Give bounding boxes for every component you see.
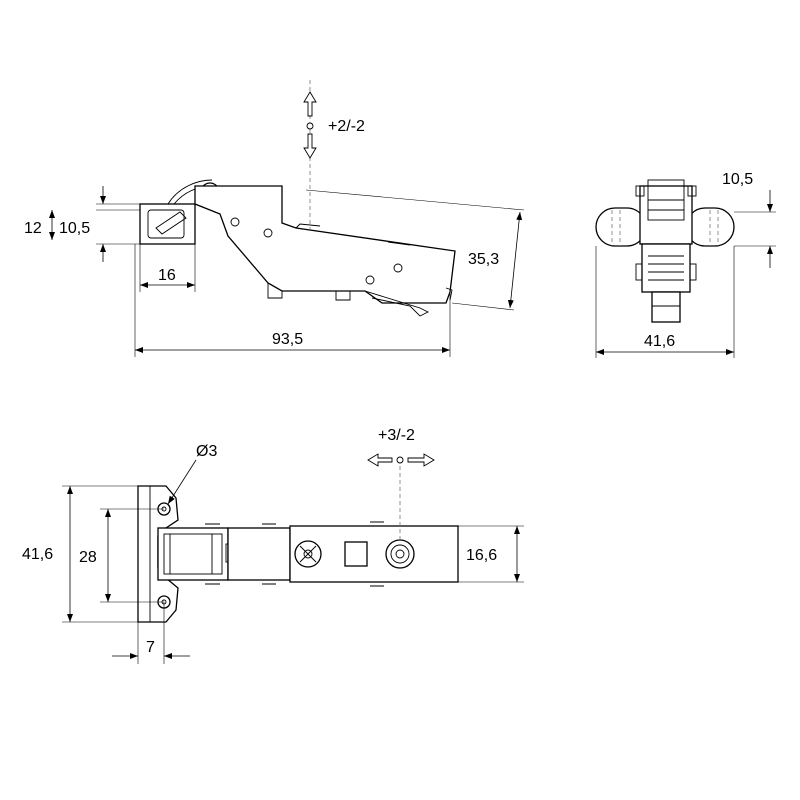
up-arrow-icon (303, 91, 317, 117)
arm-tab-2 (335, 291, 351, 301)
arm-rib (387, 241, 411, 246)
left-arrow-icon (367, 453, 393, 467)
hole-diameter-label: Ø3 (196, 443, 217, 460)
side-view: +2/-2 12 10,5 16 93,5 35,3 (24, 80, 525, 357)
cup-insert (147, 209, 185, 239)
arm-tabs (205, 521, 384, 587)
top-view: +3/-2 Ø3 41,6 28 7 16,6 (22, 427, 524, 664)
end-body-tail (651, 291, 681, 323)
adjust-center-icon (306, 122, 314, 130)
arm-tail (445, 287, 453, 301)
top-dim-16-6-label: 16,6 (466, 547, 497, 564)
dim-35-3-label: 35,3 (468, 251, 499, 268)
down-arrow-icon (303, 133, 317, 159)
end-body-mid (641, 243, 691, 293)
arm-neck (227, 527, 291, 581)
top-dim-41-6-label: 41,6 (22, 546, 53, 563)
dim-16-label: 16 (158, 267, 176, 284)
rivet (393, 263, 403, 273)
top-dim-28-label: 28 (79, 549, 97, 566)
arm-bend (295, 223, 321, 229)
top-knuckle (157, 527, 229, 581)
end-view: 10,5 41,6 (595, 171, 776, 358)
lateral-adjustment-label: +3/-2 (378, 427, 415, 444)
rivet (365, 275, 375, 285)
end-dim-41-6-label: 41,6 (644, 333, 675, 350)
rivet (263, 228, 273, 238)
arm-tab-1 (267, 283, 283, 299)
diameter-leader (167, 459, 197, 505)
lateral-center-icon (396, 456, 404, 464)
end-body-top (639, 185, 693, 245)
rivet (230, 217, 240, 227)
cup-slot (155, 211, 187, 235)
dim-10-5-label: 10,5 (59, 220, 90, 237)
arm-clip (364, 290, 430, 317)
spring-link (167, 179, 213, 205)
right-arrow-icon (407, 453, 435, 467)
adjustment-cam-icon (385, 539, 415, 569)
top-dim-7-label: 7 (146, 639, 155, 656)
hinge-arm (194, 185, 456, 304)
dim-12-label: 12 (24, 220, 42, 237)
vertical-adjustment-label: +2/-2 (328, 118, 365, 135)
end-dim-10-5-label: 10,5 (722, 171, 753, 188)
dim-line (507, 211, 523, 309)
dim-93-5-label: 93,5 (272, 331, 303, 348)
square-slot (344, 541, 368, 567)
left-wing (595, 207, 647, 247)
